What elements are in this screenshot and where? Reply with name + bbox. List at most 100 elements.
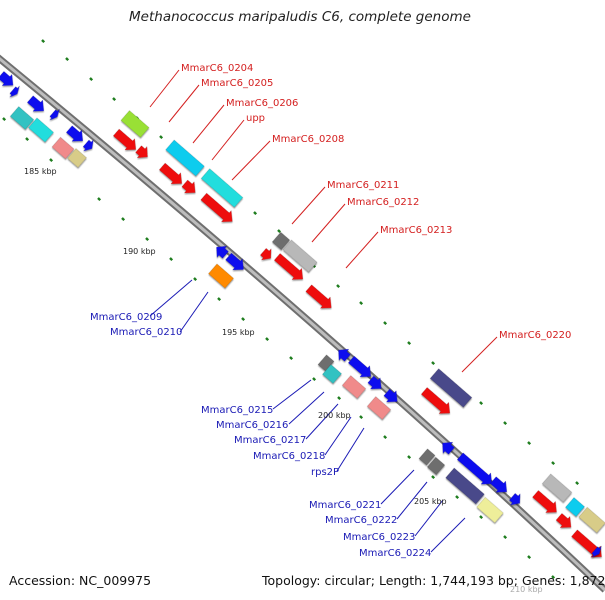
callout-line xyxy=(272,379,312,410)
gene-feature[interactable] xyxy=(25,93,48,116)
accession-value: NC_009975 xyxy=(79,573,152,588)
gene-feature[interactable] xyxy=(304,282,336,313)
gene-label[interactable]: rps2P xyxy=(311,467,339,478)
gene-label[interactable]: MmarC6_0218 xyxy=(253,451,325,462)
genome-summary: Topology: circular; Length: 1,744,193 bp… xyxy=(262,573,605,588)
gene-feature[interactable] xyxy=(67,148,87,168)
tick-mark xyxy=(527,555,532,560)
tick-mark xyxy=(241,317,246,322)
tick-mark xyxy=(217,297,222,302)
gene-feature[interactable] xyxy=(64,123,87,146)
accession-info: Accession: NC_009975 xyxy=(9,573,151,588)
gene-label[interactable]: MmarC6_0205 xyxy=(201,78,273,89)
gene-feature[interactable] xyxy=(157,161,186,189)
gene-feature[interactable] xyxy=(426,456,446,476)
gene-label[interactable]: MmarC6_0206 xyxy=(226,98,298,109)
callout-line xyxy=(192,104,225,144)
gene-feature[interactable] xyxy=(382,387,402,408)
gene-feature[interactable] xyxy=(271,231,291,251)
gene-feature[interactable] xyxy=(111,127,140,155)
gene-feature[interactable] xyxy=(366,374,386,395)
gene-feature[interactable] xyxy=(554,511,576,533)
kbp-label: 195 kbp xyxy=(222,328,255,337)
gene-label[interactable]: MmarC6_0204 xyxy=(181,63,253,74)
gene-feature[interactable] xyxy=(134,143,153,162)
tick-mark xyxy=(41,39,46,44)
callout-line xyxy=(380,469,415,505)
gene-feature[interactable] xyxy=(81,138,97,155)
gene-label[interactable]: MmarC6_0209 xyxy=(90,312,162,323)
gene-feature[interactable] xyxy=(0,69,18,91)
genome-backbone xyxy=(0,54,605,593)
gene-label[interactable]: MmarC6_0222 xyxy=(325,515,397,526)
gene-feature[interactable] xyxy=(322,364,342,384)
topology-label: Topology: xyxy=(262,573,321,588)
gene-feature[interactable] xyxy=(578,506,605,534)
gene-feature[interactable] xyxy=(334,344,353,363)
gene-feature[interactable] xyxy=(455,451,497,490)
tick-mark xyxy=(169,257,174,262)
gene-feature[interactable] xyxy=(51,136,75,160)
gene-label[interactable]: MmarC6_0221 xyxy=(309,500,381,511)
gene-feature[interactable] xyxy=(531,488,562,518)
gene-feature[interactable] xyxy=(120,110,150,138)
callout-lines xyxy=(149,69,498,553)
gene-label[interactable]: MmarC6_0208 xyxy=(272,134,344,145)
gene-feature[interactable] xyxy=(258,246,275,264)
gene-feature[interactable] xyxy=(199,191,238,227)
callout-line xyxy=(414,499,444,537)
tick-mark xyxy=(407,341,412,346)
gene-feature[interactable] xyxy=(341,375,367,399)
gene-feature[interactable] xyxy=(224,251,249,275)
tick-mark xyxy=(503,421,508,426)
gene-label[interactable]: MmarC6_0216 xyxy=(216,420,288,431)
gene-feature[interactable] xyxy=(28,117,54,143)
gene-feature[interactable] xyxy=(180,178,200,199)
tick-mark xyxy=(359,415,364,420)
gene-feature[interactable] xyxy=(272,251,308,285)
gene-feature[interactable] xyxy=(9,106,35,130)
gene-feature[interactable] xyxy=(445,467,485,505)
gene-feature[interactable] xyxy=(8,84,22,99)
reverse-gene-labels: MmarC6_0209 MmarC6_0210 MmarC6_0215 Mmar… xyxy=(90,312,431,559)
callout-line xyxy=(288,391,325,425)
gene-feature[interactable] xyxy=(476,496,504,524)
gene-feature[interactable] xyxy=(565,497,585,517)
gene-label[interactable]: MmarC6_0210 xyxy=(110,327,182,338)
gene-feature[interactable] xyxy=(590,544,604,559)
gene-label[interactable]: MmarC6_0220 xyxy=(499,330,571,341)
gene-feature[interactable] xyxy=(488,474,511,497)
kbp-label: 205 kbp xyxy=(414,497,447,506)
gene-label[interactable]: upp xyxy=(246,113,265,124)
gene-feature[interactable] xyxy=(212,241,231,260)
callout-line xyxy=(324,416,352,456)
gene-feature[interactable] xyxy=(200,168,244,208)
tick-mark xyxy=(89,77,94,82)
gene-label[interactable]: MmarC6_0217 xyxy=(234,435,306,446)
gene-feature[interactable] xyxy=(48,107,62,122)
tick-mark xyxy=(359,301,364,306)
gene-feature[interactable] xyxy=(418,448,436,466)
gene-feature[interactable] xyxy=(419,385,455,419)
callout-line xyxy=(291,186,326,225)
gene-feature[interactable] xyxy=(438,437,457,456)
gene-label[interactable]: MmarC6_0211 xyxy=(327,180,399,191)
gene-label[interactable]: MmarC6_0213 xyxy=(380,225,452,236)
gene-feature[interactable] xyxy=(208,263,234,289)
gene-feature[interactable] xyxy=(165,139,205,177)
gene-feature[interactable] xyxy=(507,491,524,509)
gene-label[interactable]: MmarC6_0224 xyxy=(359,548,431,559)
gene-label[interactable]: MmarC6_0215 xyxy=(201,405,273,416)
gene-label[interactable]: MmarC6_0223 xyxy=(343,532,415,543)
gene-label[interactable]: MmarC6_0212 xyxy=(347,197,419,208)
tick-mark xyxy=(289,356,294,361)
gene-feature[interactable] xyxy=(282,239,318,273)
gene-feature[interactable] xyxy=(429,368,473,408)
genes-value: 1,872 xyxy=(569,573,605,588)
callout-line xyxy=(461,336,498,373)
callout-line xyxy=(430,517,466,553)
gene-feature[interactable] xyxy=(346,354,375,382)
tick-mark xyxy=(575,481,580,486)
gene-feature[interactable] xyxy=(541,473,573,503)
gene-feature[interactable] xyxy=(366,396,392,420)
